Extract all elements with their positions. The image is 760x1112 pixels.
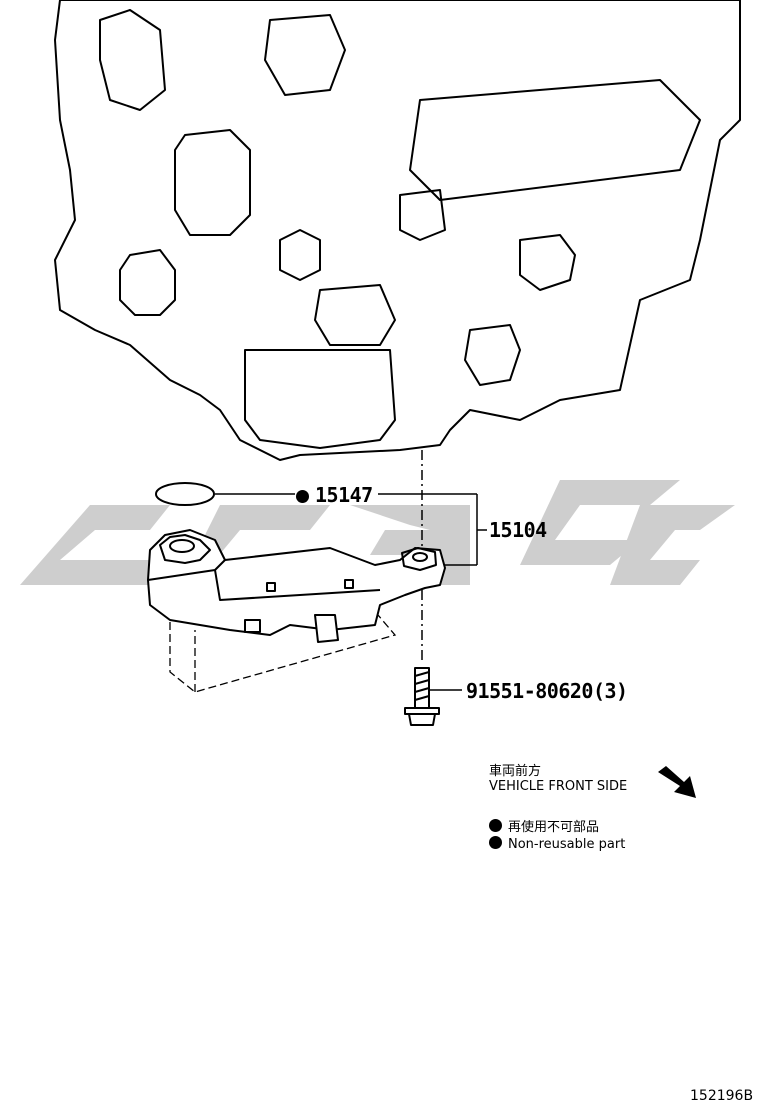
engine-block [54, 0, 741, 461]
part-label-15104: 15104 [489, 518, 547, 542]
front-direction-arrow-icon [658, 766, 696, 798]
gasket-15147 [155, 482, 215, 506]
front-side-en: VEHICLE FRONT SIDE [489, 779, 628, 794]
non-reusable-dot-icon [296, 490, 309, 503]
part-number-91551: 91551-80620(3) [466, 679, 628, 703]
intake-phantom [169, 610, 397, 693]
non-reusable-en-note: Non-reusable part [489, 836, 625, 852]
non-reusable-en: Non-reusable part [508, 837, 626, 852]
part-number-15104: 15104 [489, 518, 547, 542]
non-reusable-jp-note: 再使用不可部品 [489, 816, 599, 835]
figure-id: 152196B [690, 1088, 754, 1104]
leader-lines [215, 493, 487, 691]
non-reusable-dot-icon [489, 819, 502, 832]
non-reusable-jp: 再使用不可部品 [508, 820, 600, 835]
part-label-15147: 15147 [296, 483, 373, 507]
part-number-15147: 15147 [315, 483, 373, 507]
bolt-91551 [404, 667, 440, 726]
non-reusable-dot-icon [489, 836, 502, 849]
front-side-jp: 車両前方 [489, 764, 542, 779]
oil-strainer-15104 [147, 529, 446, 643]
part-label-91551: 91551-80620(3) [466, 679, 628, 703]
